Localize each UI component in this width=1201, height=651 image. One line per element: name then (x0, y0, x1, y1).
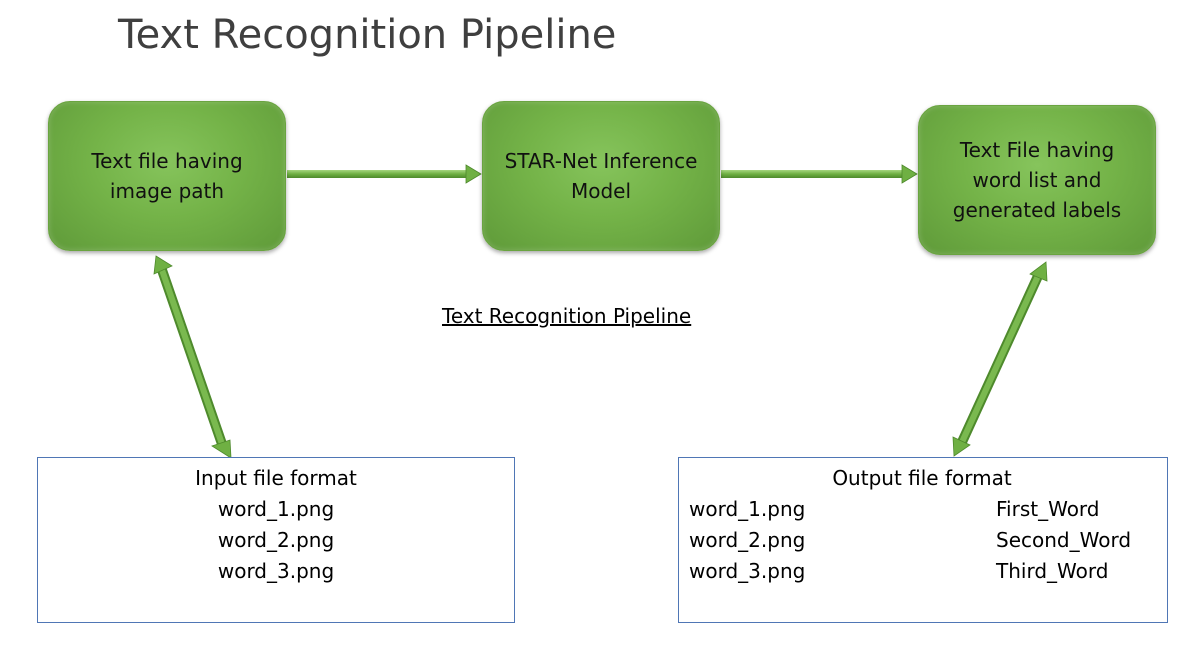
node-input-text-file: Text file having image path (48, 101, 286, 251)
node-output-line-3: generated labels (952, 198, 1122, 222)
arrow-input-to-input-format (153, 255, 232, 459)
output-row-file: word_3.png (689, 559, 806, 583)
input-format-line: word_1.png (217, 497, 335, 521)
input-format-line: word_3.png (217, 559, 335, 583)
arrow-model-to-output (721, 164, 918, 184)
node-input-line-2: image path (109, 179, 225, 203)
output-row-label: Second_Word (996, 528, 1132, 552)
output-format-row: word_3.png Third_Word (679, 556, 1167, 587)
input-file-format-box: Input file format word_1.png word_2.png … (37, 457, 515, 623)
output-row-file: word_1.png (689, 497, 806, 521)
output-row-label: Third_Word (996, 559, 1109, 583)
node-output-text-file: Text File having word list and generated… (918, 105, 1156, 255)
node-model-line-2: Model (570, 179, 632, 203)
arrow-output-to-output-format (952, 261, 1048, 457)
node-input-line-1: Text file having (91, 149, 243, 173)
output-format-row: word_2.png Second_Word (679, 525, 1167, 556)
node-model-line-1: STAR-Net Inference (504, 149, 698, 173)
page-title: Text Recognition Pipeline (118, 12, 617, 58)
node-inference-model: STAR-Net Inference Model (482, 101, 720, 251)
input-format-heading: Input file format (195, 466, 357, 490)
diagram-caption: Text Recognition Pipeline (442, 304, 692, 328)
node-output-line-1: Text File having (959, 138, 1115, 162)
output-file-format-box: Output file format word_1.png First_Word… (678, 457, 1168, 623)
output-row-file: word_2.png (689, 528, 806, 552)
node-output-line-2: word list and (972, 168, 1102, 192)
output-format-heading: Output file format (832, 466, 1012, 490)
output-row-label: First_Word (996, 497, 1100, 521)
output-format-row: word_1.png First_Word (679, 494, 1167, 525)
input-format-line: word_2.png (217, 528, 335, 552)
arrow-input-to-model (287, 164, 482, 184)
